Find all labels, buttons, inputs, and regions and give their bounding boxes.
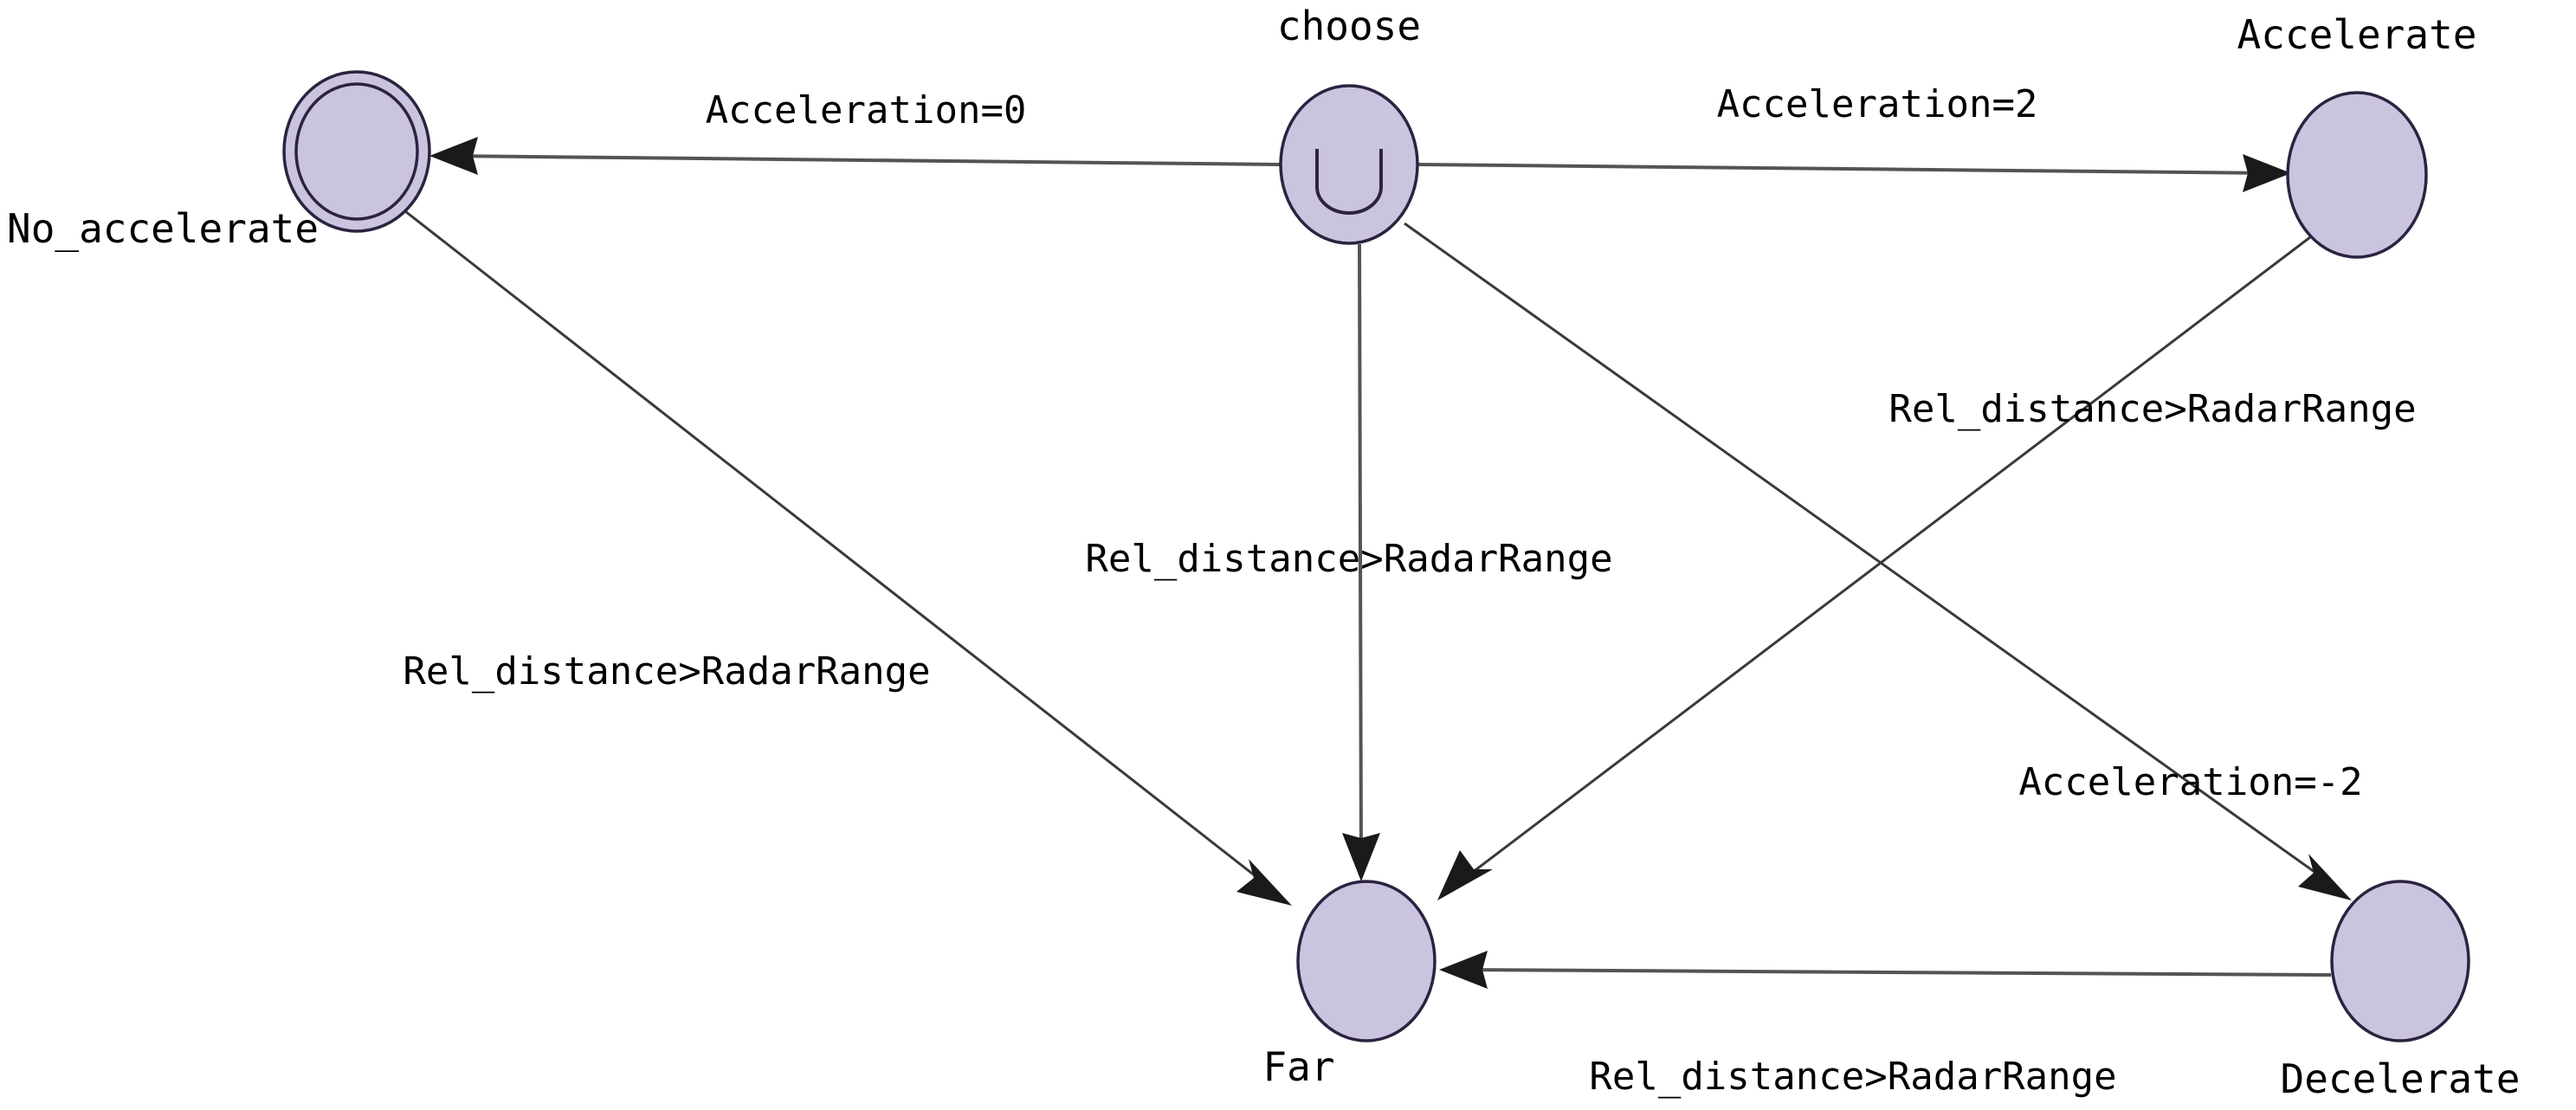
arrowhead-icon [1236, 859, 1292, 906]
arrowhead-icon [2298, 854, 2352, 900]
edge-line [448, 154, 1281, 166]
edge-label-acceleration-2: Acceleration=2 [1717, 82, 2038, 126]
edge-label-accelerate-to-far-condition: Rel_distance>RadarRange [1888, 387, 2416, 431]
node-label-choose: choose [1277, 3, 1421, 49]
state-node-no-accelerate[interactable] [282, 70, 431, 233]
edge-label-acceleration-minus-2: Acceleration=-2 [2018, 760, 2362, 804]
edge-decelerate-to-far[interactable] [1439, 951, 2332, 989]
edge-label-no-accelerate-to-far-condition: Rel_distance>RadarRange [403, 649, 930, 694]
arrowhead-icon [1342, 833, 1380, 881]
inner-ring [294, 82, 419, 221]
node-label-no-accelerate: No_accelerate [7, 205, 319, 252]
node-ellipse [1279, 84, 1419, 245]
edge-line [1459, 968, 2332, 977]
node-ellipse [1296, 880, 1436, 1042]
arrowhead-icon [2243, 154, 2291, 192]
state-node-decelerate[interactable] [2330, 880, 2470, 1042]
edge-line [1404, 222, 2334, 887]
node-ellipse [2286, 91, 2428, 259]
state-node-accelerate[interactable] [2286, 91, 2428, 259]
node-label-decelerate: Decelerate [2281, 1055, 2521, 1102]
edge-label-choose-to-far-condition: Rel_distance>RadarRange [1085, 537, 1612, 581]
edge-choose-to-decelerate[interactable] [1404, 222, 2352, 900]
arrowhead-icon [429, 137, 478, 175]
edge-line [404, 210, 1272, 890]
arrowhead-icon [1437, 850, 1493, 900]
arrowhead-icon [1439, 951, 1488, 989]
edge-line [1417, 163, 2273, 175]
edge-no-accelerate-to-far[interactable] [404, 210, 1292, 906]
edge-line [1457, 236, 2311, 885]
node-label-far: Far [1262, 1043, 1334, 1090]
u-arc-icon [1315, 149, 1383, 215]
edge-choose-to-far[interactable] [1342, 243, 1380, 881]
edge-choose-to-accelerate[interactable] [1417, 154, 2291, 192]
edge-accelerate-to-far[interactable] [1437, 236, 2311, 900]
node-ellipse [2330, 880, 2470, 1042]
node-label-accelerate: Accelerate [2237, 11, 2477, 58]
edge-choose-to-no-accelerate[interactable] [429, 137, 1281, 175]
edge-label-decelerate-to-far-condition: Rel_distance>RadarRange [1589, 1055, 2116, 1099]
state-node-far[interactable] [1296, 880, 1436, 1042]
edge-label-acceleration-0: Acceleration=0 [706, 88, 1027, 132]
state-node-choose[interactable] [1279, 84, 1419, 245]
edge-line [1358, 243, 1363, 860]
